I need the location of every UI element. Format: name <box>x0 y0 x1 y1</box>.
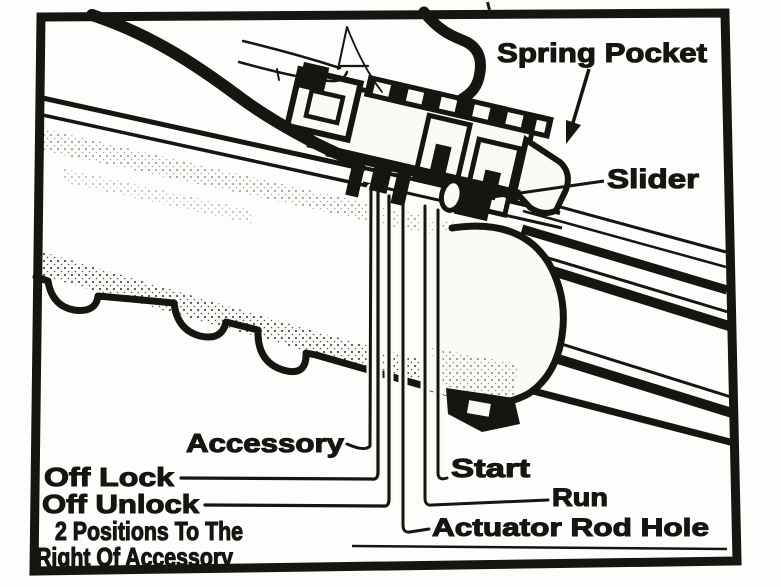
harness-curve <box>86 9 364 168</box>
column-stipple-lower <box>36 250 470 392</box>
mast-jacket-tube <box>505 194 735 447</box>
slider-arrowhead <box>462 190 484 207</box>
wire-3 <box>337 26 348 70</box>
leader-lines <box>179 183 550 534</box>
leader-accessory <box>345 186 373 451</box>
label-slider: Slider <box>607 164 700 194</box>
spring-pocket-lobe <box>511 135 571 216</box>
leader-off-lock <box>179 190 380 481</box>
bottom-inner-line <box>351 544 728 551</box>
leader-off-unlock <box>203 194 391 508</box>
leader-actuator-rod-hole <box>401 198 431 534</box>
wire-1 <box>241 39 342 70</box>
ignition-switch-assembly <box>283 61 571 222</box>
label-actuator-rod-hole: Actuator Rod Hole <box>432 514 709 542</box>
wire-5 <box>276 68 280 81</box>
spring-pocket-arrowhead <box>566 120 581 144</box>
labels: Spring Pocket Slider Accessory Off Lock … <box>35 37 709 572</box>
actuator-rod-hole <box>438 178 465 213</box>
steering-column <box>32 94 563 406</box>
wire-6 <box>346 26 383 93</box>
hand-thumb-curve <box>418 6 486 105</box>
wire-2 <box>237 60 349 83</box>
label-positions-line1: 2 Positions To The <box>55 516 243 546</box>
slider <box>345 159 496 222</box>
leader-start <box>436 208 449 481</box>
leader-run <box>423 204 550 507</box>
slider-arrow-line <box>477 179 605 201</box>
column-stipple-mid <box>62 168 252 224</box>
label-run: Run <box>552 484 608 512</box>
callout-arrows <box>462 68 605 207</box>
switch-terminal-teeth <box>372 81 547 133</box>
label-off-lock: Off Lock <box>44 462 175 492</box>
figure-frame <box>29 8 742 576</box>
harness-and-hand-sketch <box>86 6 486 168</box>
column-stipple-upper <box>40 128 470 244</box>
label-spring-pocket: Spring Pocket <box>497 38 707 68</box>
label-off-unlock: Off Unlock <box>42 489 200 519</box>
column-scalloped-edge <box>32 273 484 406</box>
label-accessory: Accessory <box>186 428 345 458</box>
bell-stipple <box>432 348 518 400</box>
scan-speck <box>485 1 491 11</box>
bell-housing <box>428 166 567 432</box>
spring-pocket-arrow-line <box>570 68 591 127</box>
label-start: Start <box>451 453 530 483</box>
